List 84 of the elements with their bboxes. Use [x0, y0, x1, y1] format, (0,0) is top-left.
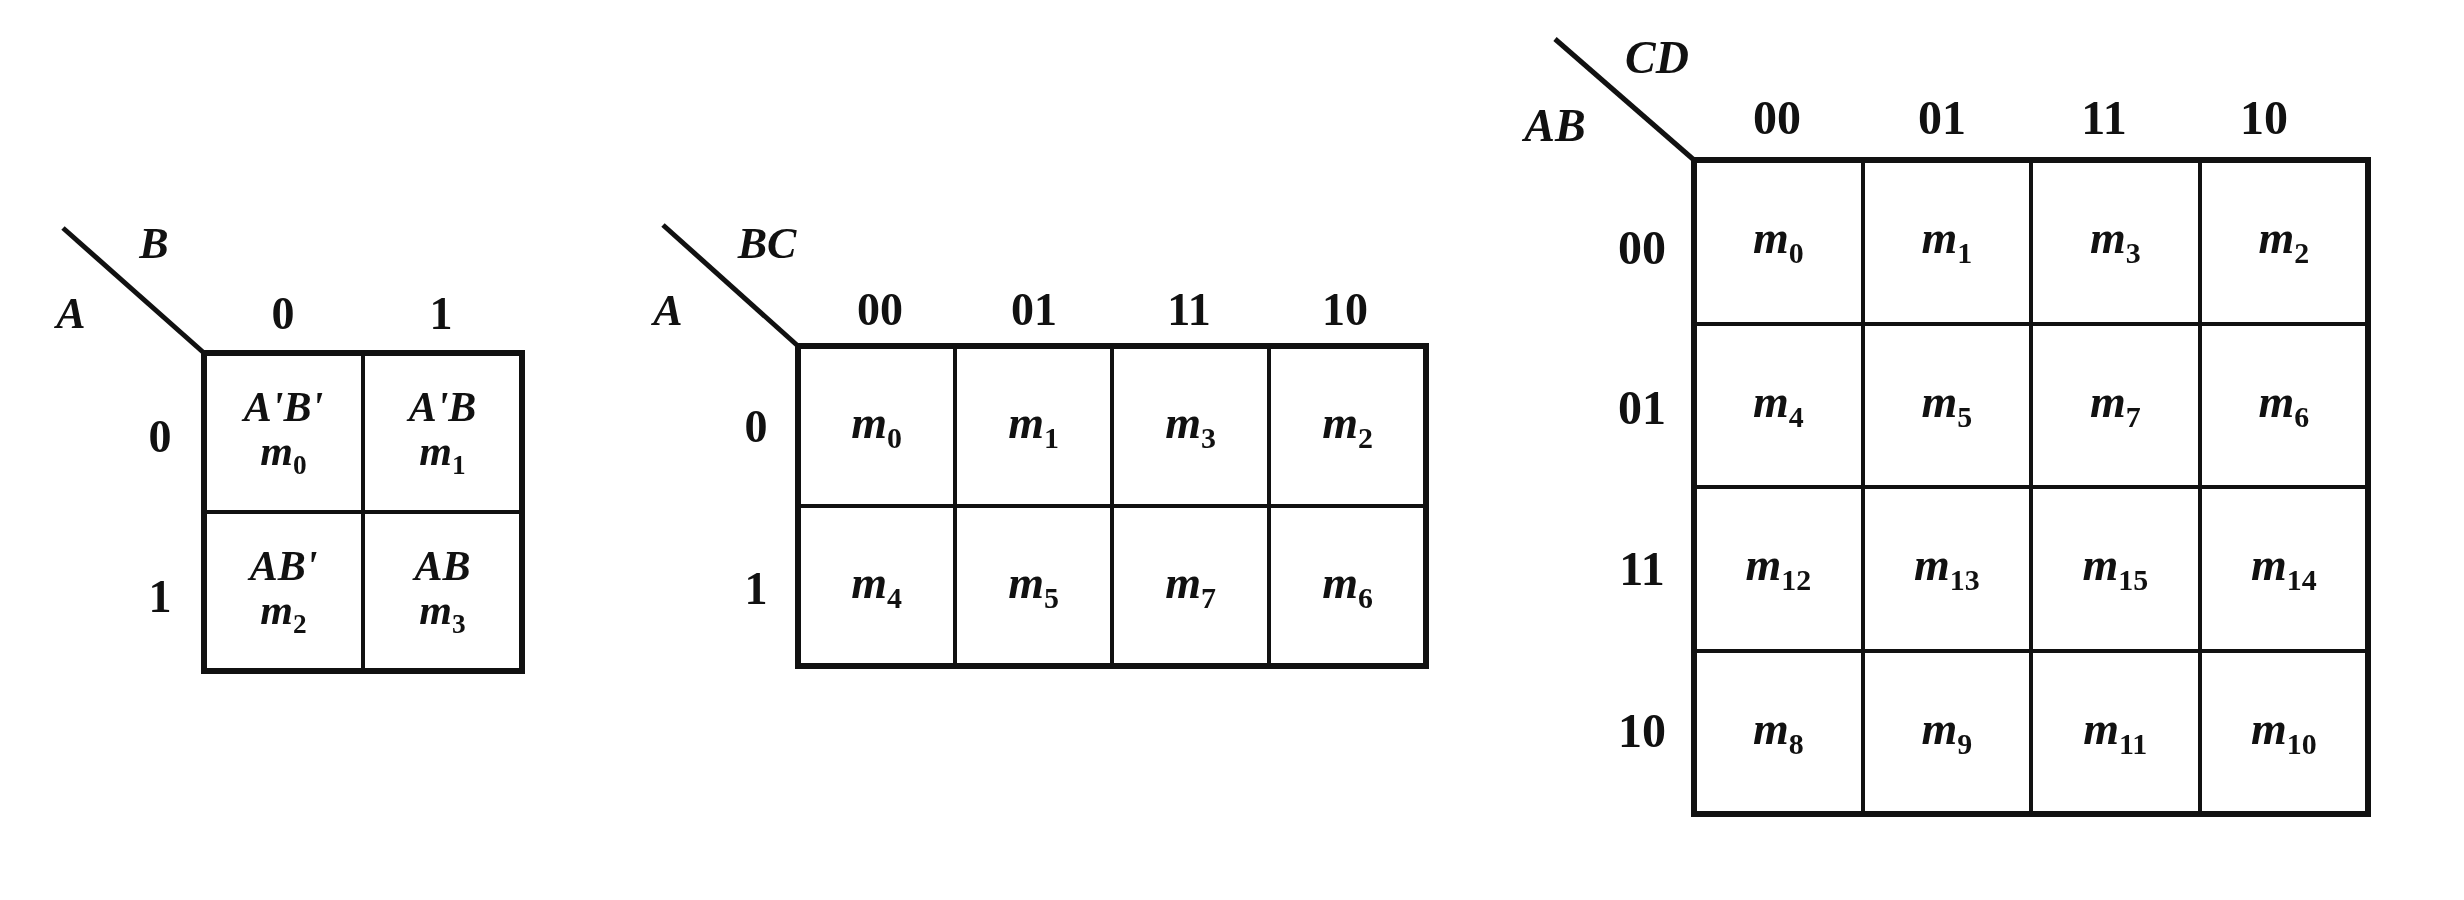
cell-term: m$_{5}$	[1921, 377, 1973, 433]
map-cell	[2031, 487, 2200, 651]
cell-term: m$_{6}$	[2258, 377, 2310, 433]
cell-term: m$_{0}$	[851, 398, 902, 454]
cell-term: m$_{3}$	[419, 588, 466, 640]
map-cell	[1112, 346, 1269, 506]
cell-term: AB'	[249, 543, 318, 588]
cell-term: m$_{2}$	[2258, 214, 2310, 270]
map-cell	[1862, 650, 2031, 814]
map-cell	[798, 346, 955, 506]
cell-term: m$_{14}$	[2250, 541, 2317, 597]
cell-term: m$_{13}$	[1913, 541, 1980, 597]
bit-header: 01	[1918, 94, 1966, 142]
cell-term: m$_{4}$	[1752, 377, 1804, 433]
cell-term: m$_{0}$	[260, 429, 307, 481]
cell-term: m$_{3}$	[1165, 398, 1216, 454]
cell-term: m$_{1}$	[1921, 214, 1973, 270]
map-cell	[2031, 650, 2200, 814]
cell-term: AB	[414, 543, 471, 588]
cell-term: A'B	[408, 384, 477, 429]
bit-header: 0	[148, 414, 172, 460]
map-cell	[1112, 506, 1269, 666]
bit-header: 10	[1618, 707, 1666, 755]
map-cell	[2031, 323, 2200, 487]
map-cell	[1862, 487, 2031, 651]
bit-header: 00	[1753, 94, 1801, 142]
bit-header: 1	[148, 574, 172, 620]
map-cell	[1862, 323, 2031, 487]
cell-term: m$_{6}$	[1322, 558, 1373, 614]
cell-term: m$_{11}$	[2083, 704, 2148, 760]
cell-term: m$_{9}$	[1921, 704, 1973, 760]
map-cell	[363, 353, 522, 512]
map-cell	[1269, 346, 1426, 506]
map-cell	[798, 506, 955, 666]
variable-label: BC	[737, 222, 797, 266]
bit-header: 0	[744, 404, 768, 450]
bit-header: 01	[1011, 287, 1057, 333]
cell-term: m$_{2}$	[260, 588, 307, 640]
cell-term: m$_{7}$	[2089, 377, 2141, 433]
cell-term: m$_{7}$	[1165, 558, 1216, 614]
map-cell	[2199, 487, 2368, 651]
map-cell	[1694, 650, 1863, 814]
bit-header: 11	[1167, 287, 1211, 333]
bit-header: 11	[1619, 545, 1665, 593]
bit-header: 0	[271, 291, 295, 337]
bit-header: 01	[1618, 384, 1666, 432]
bit-header: 1	[429, 291, 453, 337]
map-cell	[955, 346, 1112, 506]
cell-term: A'B'	[243, 384, 324, 429]
cell-term: m$_{5}$	[1008, 558, 1059, 614]
map-cell	[2199, 323, 2368, 487]
cell-term: m$_{2}$	[1322, 398, 1373, 454]
cell-term: m$_{10}$	[2250, 704, 2317, 760]
cell-term: m$_{0}$	[1752, 214, 1804, 270]
cell-term: m$_{12}$	[1745, 541, 1812, 597]
map-cell	[204, 512, 363, 671]
cell-term: m$_{1}$	[1008, 398, 1059, 454]
map-cell	[955, 506, 1112, 666]
variable-label: AB	[1524, 103, 1586, 149]
map-cell	[2199, 650, 2368, 814]
variable-label: A	[653, 289, 683, 333]
map-cell	[2199, 160, 2368, 324]
bit-header: 10	[1322, 287, 1368, 333]
variable-label: CD	[1625, 35, 1689, 81]
map-cell	[204, 353, 363, 512]
bit-header: 00	[1618, 224, 1666, 272]
variable-label: B	[139, 222, 169, 266]
map-cell	[1694, 487, 1863, 651]
map-cell	[1862, 160, 2031, 324]
cell-term: m$_{1}$	[419, 429, 466, 481]
variable-label: A	[56, 292, 86, 336]
bit-header: 1	[744, 566, 768, 612]
map-cell	[363, 512, 522, 671]
map-cell	[2031, 160, 2200, 324]
bit-header: 10	[2240, 94, 2288, 142]
bit-header: 11	[2081, 94, 2127, 142]
bit-header: 00	[857, 287, 903, 333]
map-cell	[1694, 160, 1863, 324]
cell-term: m$_{8}$	[1752, 704, 1804, 760]
map-cell	[1694, 323, 1863, 487]
cell-term: m$_{15}$	[2082, 541, 2149, 597]
cell-term: m$_{4}$	[851, 558, 902, 614]
cell-term: m$_{3}$	[2089, 214, 2141, 270]
map-cell	[1269, 506, 1426, 666]
